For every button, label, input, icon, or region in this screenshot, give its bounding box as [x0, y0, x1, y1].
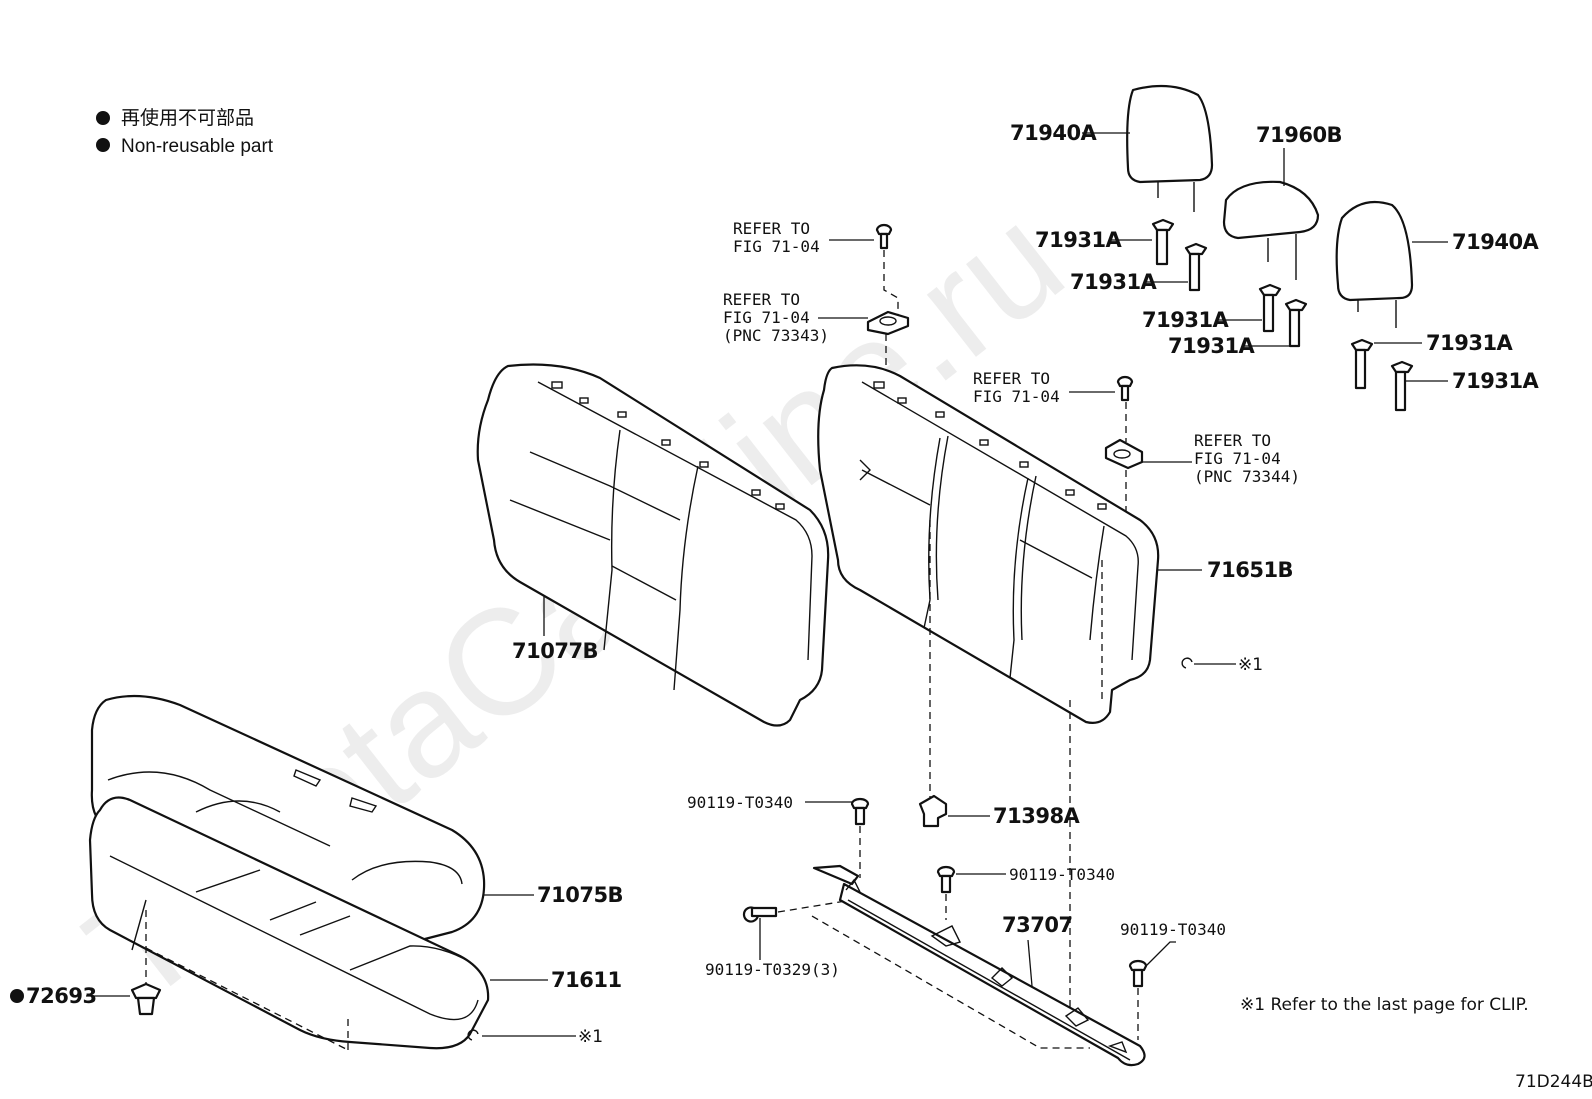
svg-text:FIG 71-04: FIG 71-04	[723, 308, 810, 327]
label-bolt-a: 90119-T0340	[687, 793, 793, 812]
label-guide-6: 71931A	[1452, 369, 1540, 393]
non-reusable-bullet-icon	[96, 111, 110, 125]
legend-ja: 再使用不可部品	[121, 107, 254, 129]
bolt-90119-c[interactable]	[1128, 959, 1148, 988]
refer-right-top: REFER TO FIG 71-04	[973, 369, 1060, 406]
headrest-guide[interactable]	[1151, 218, 1175, 266]
legend-en: Non-reusable part	[121, 136, 274, 157]
seat-cushion-pad[interactable]	[88, 796, 490, 1050]
headrest-center[interactable]	[1222, 180, 1320, 280]
diagram-code: 71D244B	[1515, 1072, 1592, 1092]
svg-text:(PNC 73343): (PNC 73343)	[723, 326, 829, 345]
label-bolt-c: 90119-T0340	[1120, 920, 1226, 939]
label-frame-73707: 73707	[1002, 913, 1073, 937]
headrest-guide[interactable]	[1350, 338, 1374, 390]
bolt-top[interactable]	[875, 223, 893, 250]
label-hook-71398a: 71398A	[993, 804, 1081, 828]
refer-right-mid: REFER TO FIG 71-04 (PNC 73344)	[1194, 431, 1300, 486]
label-guide-4: 71931A	[1168, 334, 1256, 358]
bolt-90119-b[interactable]	[936, 865, 956, 894]
clip-72693[interactable]	[130, 982, 162, 1016]
headrest-guide[interactable]	[1258, 283, 1282, 333]
label-seat-cushion-cover: 71075B	[537, 883, 623, 907]
non-reusable-bullet-icon	[96, 138, 110, 152]
hook-71398a[interactable]	[918, 794, 948, 828]
label-clip-note-back: ※1	[1238, 655, 1263, 675]
refer-mid: REFER TO FIG 71-04 (PNC 73343)	[723, 290, 829, 345]
headrest-guide[interactable]	[1184, 242, 1208, 292]
label-guide-5: 71931A	[1426, 331, 1514, 355]
svg-text:REFER TO: REFER TO	[1194, 431, 1271, 450]
headrest-guide[interactable]	[1390, 360, 1414, 412]
headrest-right[interactable]	[1335, 200, 1414, 328]
svg-text:FIG 71-04: FIG 71-04	[733, 237, 820, 256]
label-headrest-left: 71940A	[1010, 121, 1098, 145]
guide-group	[1151, 218, 1414, 412]
label-seat-back-cover: 71077B	[512, 639, 598, 663]
bolt-90119-a[interactable]	[850, 797, 870, 826]
label-guide-1: 71931A	[1035, 228, 1123, 252]
svg-text:REFER TO: REFER TO	[723, 290, 800, 309]
seat-back-cover[interactable]	[476, 363, 830, 727]
label-seat-back-frame: 71651B	[1207, 558, 1293, 582]
refer-top: REFER TO FIG 71-04	[733, 219, 820, 256]
frame-73707[interactable]	[812, 864, 1146, 1067]
label-headrest-center: 71960B	[1256, 123, 1342, 147]
label-clip-note-cushion: ※1	[578, 1027, 603, 1047]
svg-text:(PNC 73344): (PNC 73344)	[1194, 467, 1300, 486]
non-reusable-bullet-icon	[10, 989, 24, 1003]
label-bolt-d: 90119-T0329(3)	[705, 960, 840, 979]
seat-cushion-cover[interactable]	[90, 694, 486, 952]
bolt-right[interactable]	[1116, 375, 1134, 402]
label-headrest-right: 71940A	[1452, 230, 1540, 254]
svg-text:FIG 71-04: FIG 71-04	[1194, 449, 1281, 468]
footnote-clip: ※1 Refer to the last page for CLIP.	[1240, 995, 1529, 1015]
label-clip-72693: 72693	[26, 984, 97, 1008]
seat-back-frame[interactable]	[817, 364, 1160, 724]
svg-text:FIG 71-04: FIG 71-04	[973, 387, 1060, 406]
bolt-90119-d[interactable]	[742, 906, 778, 923]
label-bolt-b: 90119-T0340	[1009, 865, 1115, 884]
label-seat-cushion-pad: 71611	[551, 968, 622, 992]
label-guide-2: 71931A	[1070, 270, 1158, 294]
bracket-73343[interactable]	[866, 310, 910, 336]
headrest-guide[interactable]	[1284, 298, 1308, 348]
svg-text:REFER TO: REFER TO	[733, 219, 810, 238]
svg-text:REFER TO: REFER TO	[973, 369, 1050, 388]
label-guide-3: 71931A	[1142, 308, 1230, 332]
bracket-73344[interactable]	[1104, 438, 1144, 470]
headrest-left[interactable]	[1126, 84, 1214, 212]
